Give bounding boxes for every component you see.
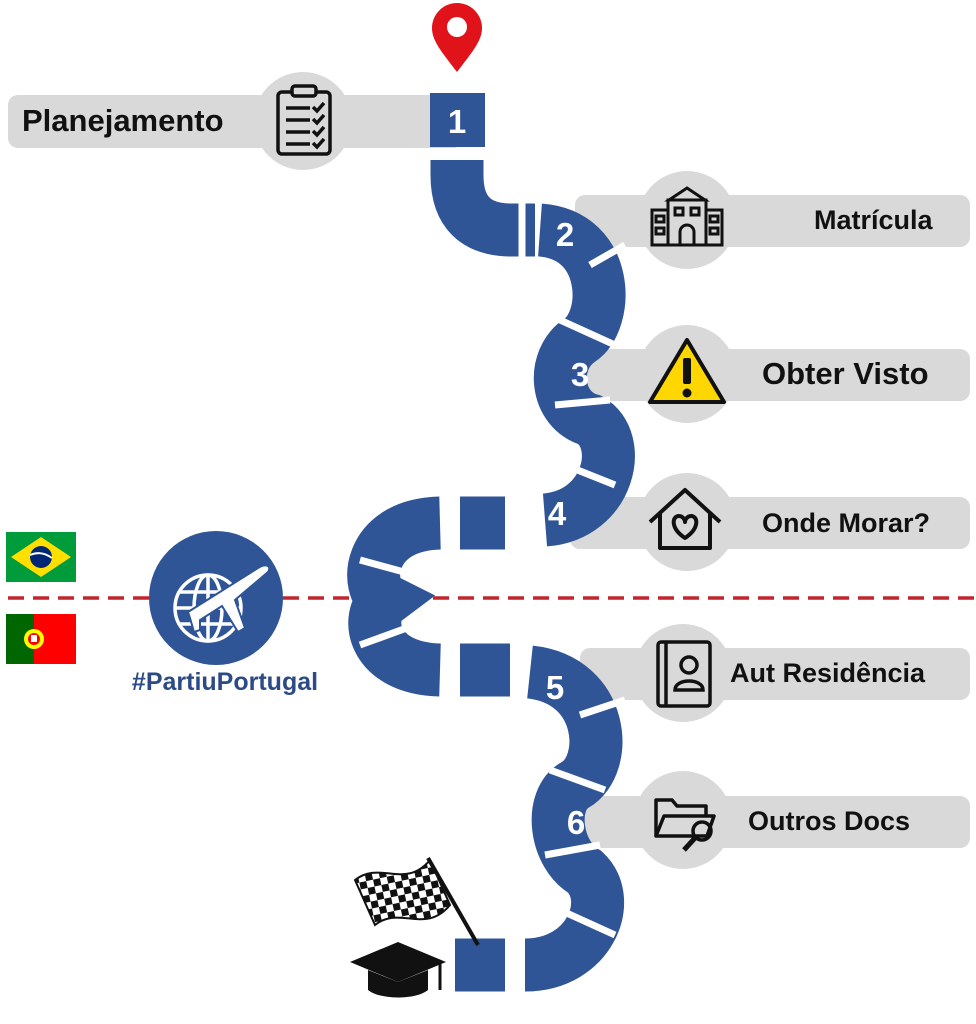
brand-hashtag: #PartiuPortugal [131,668,319,696]
step-number-2: 2 [556,216,574,253]
step-number-5: 5 [546,669,564,706]
checkered-flag-icon [353,857,480,946]
step-number-3: 3 [571,356,589,393]
step-number-6: 6 [567,804,585,841]
brazil-flag [6,532,76,582]
step-label-3: Obter Visto [762,356,929,391]
road-gap [359,556,416,579]
icon-circle-6 [634,771,732,869]
road-start-tile [430,93,485,147]
road-gap [548,766,607,794]
folder-search-icon [654,798,716,852]
road-gap [588,241,627,269]
warning-icon [648,338,726,404]
step-number-1: 1 [448,103,466,140]
road-gap [358,621,417,649]
graduation-cap-icon [350,942,446,998]
step-label-4: Onde Morar? [762,508,931,538]
road-segment-a [430,160,535,257]
map-pin-icon [432,3,482,72]
school-building-icon [650,186,724,247]
step-label-6: Outros Docs [748,806,911,836]
id-card-icon [656,640,712,708]
step-label-5: Aut Residência [730,658,926,688]
portugal-flag [6,614,76,664]
road-gaps [358,148,627,995]
step-label-1: Planejamento [22,103,224,138]
road-gap [544,841,601,859]
road-gap [563,461,617,489]
road-gap [558,906,617,939]
house-heart-icon [648,488,722,550]
road-segment-f [523,645,624,992]
label-bars [8,72,970,869]
clipboard-checklist-icon [276,84,332,156]
globe-airplane-icon [149,531,283,665]
road-gap [554,396,611,409]
road-segment-d [347,496,443,697]
road-path [347,93,635,992]
step-number-4: 4 [548,495,567,532]
road-gap [558,316,617,349]
step-label-2: Matrícula [814,205,933,235]
road-gap [578,696,627,719]
